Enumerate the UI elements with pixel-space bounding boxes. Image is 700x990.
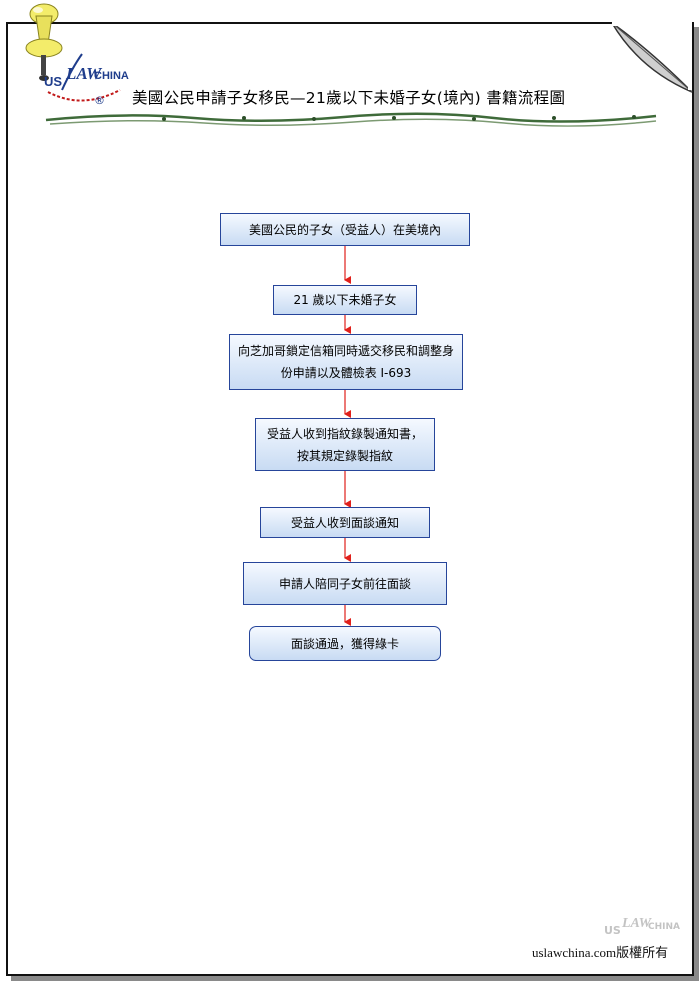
flow-step-1: 美國公民的子女（受益人）在美境內 (220, 213, 470, 246)
flow-step-6: 申請人陪同子女前往面談 (243, 562, 447, 605)
title-underline (45, 112, 657, 127)
flow-step-2: 21 歲以下未婚子女 (273, 285, 417, 315)
copyright-text: uslawchina.com版權所有 (532, 945, 669, 960)
uslawchina-logo: US LAW CHINA ® (42, 50, 132, 110)
footer-logo-law-text: LAW (622, 916, 652, 931)
flow-step-7-text: 面談通過，獲得綠卡 (290, 636, 399, 651)
flow-step-5-text: 受益人收到面談通知 (290, 515, 399, 530)
flow-step-1-text: 美國公民的子女（受益人）在美境內 (248, 222, 441, 237)
page-title: 美國公民申請子女移民—21歲以下未婚子女(境內) 書籍流程圖 (132, 89, 566, 107)
logo-law-text: LAW (66, 64, 102, 83)
flow-step-4: 受益人收到指紋錄製通知書，按其規定錄製指紋 (255, 418, 435, 471)
logo-china-text: CHINA (94, 70, 129, 82)
page-fold-corner (611, 22, 693, 93)
flow-step-2-text: 21 歲以下未婚子女 (293, 293, 397, 307)
flow-step-3: 向芝加哥鎖定信箱同時遞交移民和調整身份申請以及體檢表 I-693 (229, 334, 463, 390)
flow-step-5: 受益人收到面談通知 (260, 507, 430, 538)
footer-logo-china-text: CHINA (648, 922, 680, 932)
document-page (6, 22, 694, 976)
footer-logo-us-text: US (604, 924, 621, 937)
flow-step-3-text: 向芝加哥鎖定信箱同時遞交移民和調整身份申請以及體檢表 I-693 (237, 344, 454, 380)
push-pin-icon (25, 3, 63, 81)
flow-step-4-text: 受益人收到指紋錄製通知書，按其規定錄製指紋 (266, 426, 423, 463)
flow-step-6-text: 申請人陪同子女前往面談 (278, 576, 411, 591)
flow-step-7: 面談通過，獲得綠卡 (249, 626, 441, 661)
registered-mark: ® (94, 94, 105, 107)
logo-us-text: US (44, 74, 63, 89)
